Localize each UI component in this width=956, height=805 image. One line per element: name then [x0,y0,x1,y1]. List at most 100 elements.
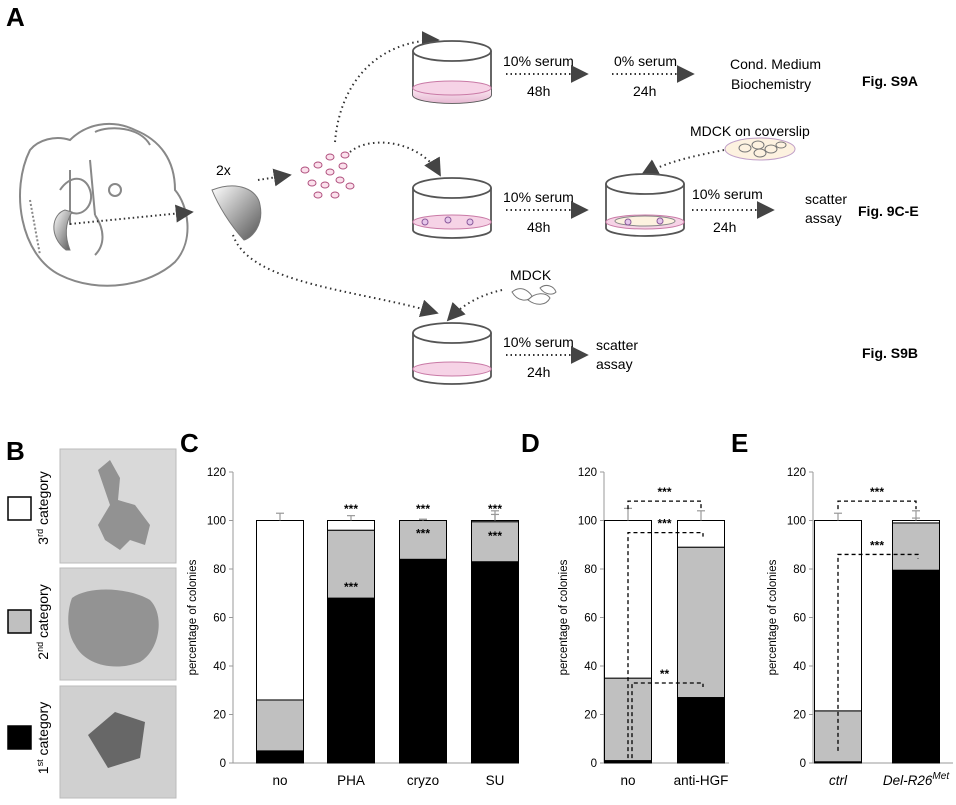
y-tick-label: 120 [578,467,597,479]
spreading-colony-shape [68,589,159,667]
swatch-1st-category [7,725,32,750]
row1-result-line1: Cond. Medium [730,56,821,72]
embryo-drawing [19,122,189,287]
panel-b-letter: B [6,436,25,466]
compact-colony-shape [88,712,145,768]
multiplier-label: 2x [216,162,231,178]
bar-segment [892,520,940,524]
y-tick-label: 100 [787,516,806,528]
bar-segment [399,558,447,764]
bar-segment [677,546,725,699]
y-tick-label: 120 [787,467,806,479]
bar-segment [892,569,940,764]
significance-label: *** [657,517,671,531]
panel-a: A 2x [6,2,919,385]
x-category-label: no [620,773,635,788]
y-tick-label: 20 [584,710,597,722]
significance-label: *** [416,502,430,516]
y-tick-label: 40 [793,661,806,673]
dissected-tissue [211,185,262,241]
swatch-2nd-category [7,609,32,634]
bar-segment [256,750,304,764]
row2-step2-condition: 10% serum [692,186,763,202]
y-tick-label: 80 [213,564,226,576]
mdck-cells [511,284,557,305]
x-category-label: no [272,773,287,788]
x-category-label: cryzo [407,773,439,788]
y-tick-label: 60 [793,613,806,625]
row2-step1-duration: 48h [527,219,550,235]
panel-d-letter: D [521,428,540,458]
significance-label: *** [488,529,502,543]
x-category-label: PHA [337,773,365,788]
bar-segment [471,521,519,563]
row2-figure-reference: Fig. 9C-E [858,203,919,219]
panel-a-letter: A [6,2,25,32]
label-1st-category: 1st category [35,702,51,774]
row1-step1-condition: 10% serum [503,53,574,69]
significance-label: *** [416,526,430,540]
y-tick-label: 80 [793,564,806,576]
panel-b: B 3rd category 2nd category 1st category [6,436,177,799]
label-3rd-category: 3rd category [35,471,51,544]
row3-step1-condition: 10% serum [503,334,574,350]
row1-result-line2: Biochemistry [731,76,811,92]
significance-label: ** [660,667,670,681]
y-tick-label: 40 [584,661,597,673]
bar-segment [256,699,304,752]
comparison-bracket [837,553,919,751]
row3-step1-duration: 24h [527,364,550,380]
label-2nd-category: 2nd category [35,584,51,659]
y-tick-label: 0 [591,758,597,770]
bar-segment [892,522,940,571]
comparison-bracket [627,500,702,510]
step-arrows [506,65,775,364]
panel-e-letter: E [731,428,748,458]
culture-dish-row3 [412,322,492,385]
bar-segment [327,520,375,531]
row2-cell-label: MDCK on coverslip [690,123,810,139]
coverslip-cells [724,137,796,161]
y-tick-label: 0 [800,758,806,770]
row3-result-line2: assay [596,356,633,372]
y-tick-label: 20 [213,710,226,722]
dissociated-cells [300,151,355,199]
significance-label: *** [488,502,502,516]
coculture-dish-row2 [605,173,685,237]
y-tick-label: 60 [213,613,226,625]
row3-result-line1: scatter [596,337,638,353]
y-tick-label: 40 [213,661,226,673]
y-tick-label: 120 [207,467,226,479]
bar-segment [399,520,447,560]
panel-c-letter: C [180,428,199,458]
significance-label: *** [344,580,358,594]
row1-figure-reference: Fig. S9A [862,73,918,89]
culture-dish-row2 [412,177,492,239]
scattered-cells-shape [98,460,150,550]
y-tick-label: 60 [584,613,597,625]
y-tick-label: 100 [578,516,597,528]
comparison-bracket [837,500,917,510]
significance-label: *** [344,502,358,516]
tissue-piece-in-embryo [53,209,73,251]
x-category-label: anti-HGF [674,773,729,788]
row2-result-line1: scatter [805,191,847,207]
row1-step2-duration: 24h [633,83,656,99]
row2-step1-condition: 10% serum [503,189,574,205]
x-category-label: SU [486,773,505,788]
y-axis-title: percentage of colonies [767,559,779,675]
bar-segment [604,520,652,679]
bar-segment [327,529,375,599]
significance-label: *** [657,485,671,499]
y-tick-label: 80 [584,564,597,576]
x-category-label: Del-R26Met [883,771,950,788]
bar-segment [677,697,725,764]
row3-figure-reference: Fig. S9B [862,345,918,361]
bar-segment [327,597,375,764]
comparison-bracket [627,531,704,759]
significance-label: *** [870,538,884,552]
row1-step2-condition: 0% serum [614,53,677,69]
